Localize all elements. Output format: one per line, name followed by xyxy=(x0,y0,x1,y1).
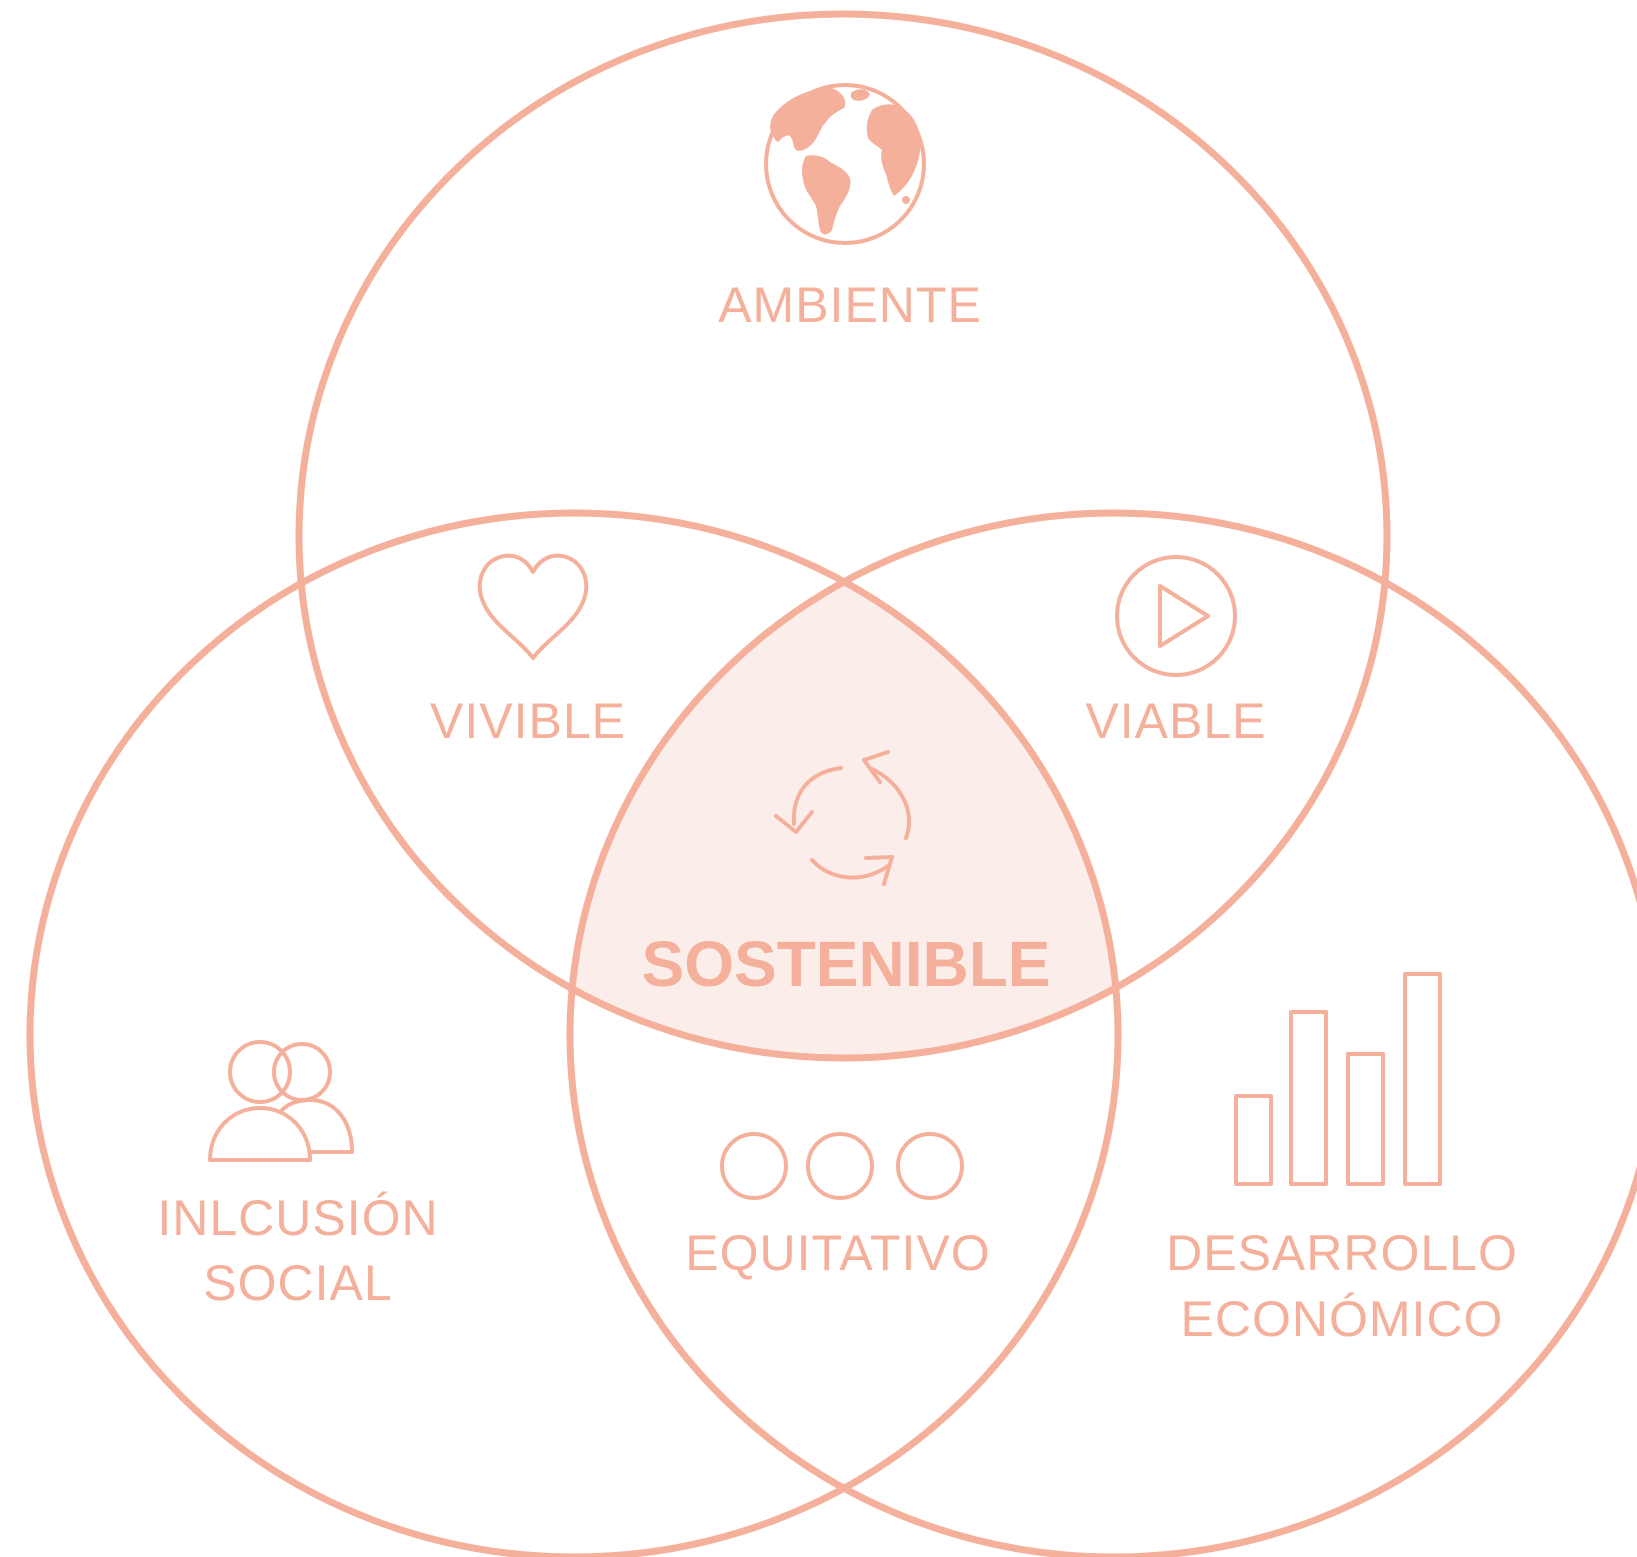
globe-icon xyxy=(764,83,926,245)
bar-chart-icon xyxy=(1234,972,1442,1186)
heart-icon xyxy=(477,553,589,660)
play-circle-icon xyxy=(1115,555,1237,677)
viable-label: VIABLE xyxy=(1085,693,1266,749)
desarrollo-economico-label-line1: DESARROLLO xyxy=(1166,1225,1518,1281)
desarrollo-economico-circle xyxy=(566,509,1637,1557)
desarrollo-economico-label-line2: ECONÓMICO xyxy=(1181,1291,1504,1347)
ambiente-circle xyxy=(295,10,1391,1062)
inclusion-social-label-line1: INLCUSIÓN xyxy=(157,1190,438,1246)
ambiente-label: AMBIENTE xyxy=(718,277,982,333)
cycle-arrows-icon xyxy=(774,750,911,886)
inclusion-social-circle xyxy=(26,509,1122,1557)
three-circles-icon xyxy=(720,1132,964,1200)
people-icon xyxy=(208,1040,354,1162)
vivible-label: VIVIBLE xyxy=(430,693,626,749)
equitativo-label: EQUITATIVO xyxy=(685,1225,990,1281)
sostenible-label: SOSTENIBLE xyxy=(642,928,1051,1000)
inclusion-social-label-line2: SOCIAL xyxy=(203,1255,392,1311)
